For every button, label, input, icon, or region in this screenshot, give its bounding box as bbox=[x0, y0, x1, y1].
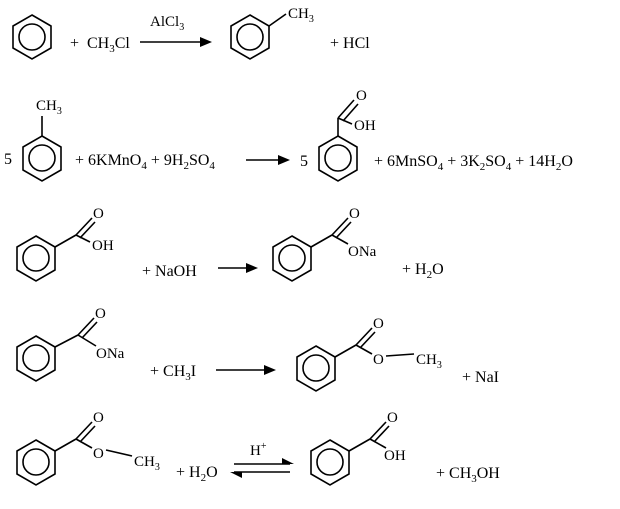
r4-product-methyl: CH3 bbox=[416, 352, 442, 371]
r1-product-methyl: CH3 bbox=[288, 6, 314, 25]
r2-coefficient-reactant: 5 bbox=[4, 151, 12, 168]
r5-byproduct: + CH3OH bbox=[436, 465, 500, 485]
toluene-ring-r2-reactant bbox=[22, 116, 62, 182]
r3-arrow bbox=[218, 263, 258, 273]
r1-condition: AlCl3 bbox=[150, 14, 184, 33]
sodium-benzoate-r3-product bbox=[272, 217, 352, 282]
r2-byproducts: + 6MnSO4 + 3K2SO4 + 14H2O bbox=[374, 153, 573, 173]
r5-reactant-carbonyl-oxygen: O bbox=[93, 410, 104, 426]
reaction-4: O ONa + CH3I O O CH3 + NaI bbox=[16, 306, 499, 392]
benzoic-acid-r2-product bbox=[318, 99, 359, 182]
r4-reactant-oxide-sodium: ONa bbox=[96, 346, 125, 362]
r5-reactant-ester-oxygen: O bbox=[93, 446, 104, 462]
r3-reactant-hydroxyl: OH bbox=[92, 238, 114, 254]
r5-reactant-methyl: CH3 bbox=[134, 454, 160, 473]
r3-reactant-carbonyl-oxygen: O bbox=[93, 206, 104, 222]
r1-byproduct: + HCl bbox=[330, 35, 370, 52]
r2-reagents: + 6KMnO4 + 9H2SO4 bbox=[75, 152, 215, 172]
r2-arrow bbox=[246, 155, 290, 165]
r5-product-hydroxyl: OH bbox=[384, 448, 406, 464]
methyl-benzoate-r5-reactant bbox=[16, 421, 133, 486]
r5-equilibrium-arrow bbox=[230, 458, 294, 478]
reaction-2: 5 CH3 + 6KMnO4 + 9H2SO4 5 O OH + 6MnSO4 … bbox=[4, 88, 573, 182]
r4-byproduct: + NaI bbox=[462, 369, 499, 386]
benzene-ring-r1-reactant bbox=[12, 14, 52, 60]
benzoic-acid-r5-product bbox=[310, 421, 390, 486]
r2-reactant-methyl: CH3 bbox=[36, 98, 62, 117]
r5-condition: H+ bbox=[250, 441, 267, 459]
r2-product-hydroxyl: OH bbox=[354, 118, 376, 134]
r1-arrow bbox=[140, 37, 212, 47]
methyl-benzoate-r4-product bbox=[296, 327, 415, 392]
r1-reagent: CH3Cl bbox=[87, 35, 130, 55]
r3-byproduct: + H2O bbox=[402, 261, 444, 281]
reaction-1: + CH3Cl AlCl3 CH3 + HCl bbox=[12, 6, 370, 60]
r3-product-carbonyl-oxygen: O bbox=[349, 206, 360, 222]
r3-product-oxide-sodium: ONa bbox=[348, 244, 377, 260]
r1-plus: + bbox=[70, 35, 79, 52]
r4-product-ester-oxygen: O bbox=[373, 352, 384, 368]
r4-reactant-carbonyl-oxygen: O bbox=[95, 306, 106, 322]
benzoic-acid-r3-reactant bbox=[16, 217, 96, 282]
r4-reagent: + CH3I bbox=[150, 363, 196, 383]
r5-reagent: + H2O bbox=[176, 464, 218, 484]
reaction-3: O OH + NaOH O ONa + H2O bbox=[16, 206, 444, 282]
reaction-5: O O CH3 + H2O H+ O OH + CH3OH bbox=[16, 410, 500, 486]
toluene-ring-r1-product bbox=[230, 13, 287, 60]
r4-arrow bbox=[216, 365, 276, 375]
sodium-benzoate-r4-reactant bbox=[16, 317, 98, 382]
r4-product-carbonyl-oxygen: O bbox=[373, 316, 384, 332]
r2-coefficient-product: 5 bbox=[300, 153, 308, 170]
r2-product-carbonyl-oxygen: O bbox=[356, 88, 367, 104]
r5-product-carbonyl-oxygen: O bbox=[387, 410, 398, 426]
r3-reagent: + NaOH bbox=[142, 263, 197, 280]
